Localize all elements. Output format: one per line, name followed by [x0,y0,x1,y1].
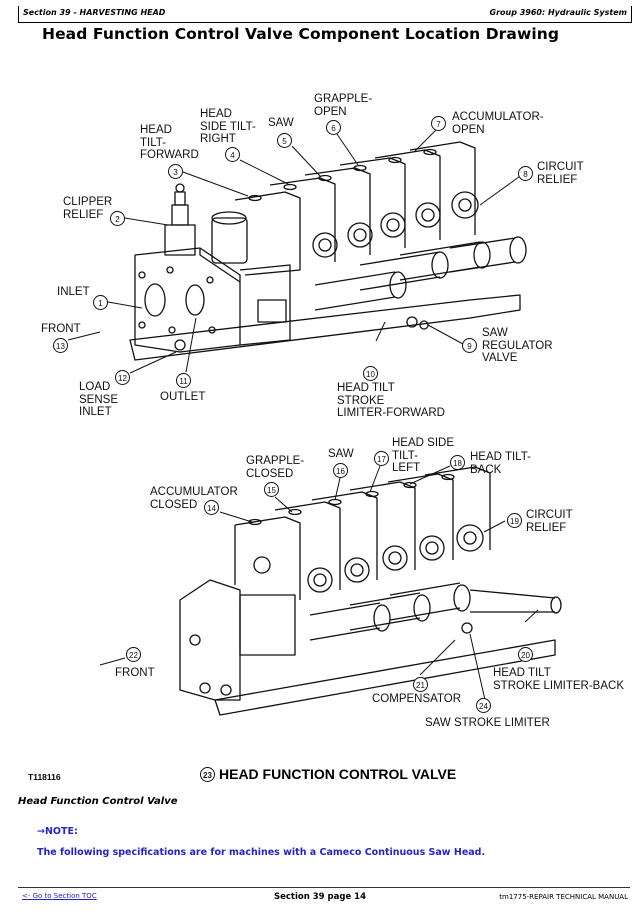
callout-12: 12 [115,370,130,385]
label-head-side-tilt-left: HEAD SIDE TILT- LEFT [392,437,454,474]
label-accumulator-open: ACCUMULATOR- OPEN [452,111,544,136]
label-saw-bottom: SAW [328,448,354,460]
callout-8: 8 [518,166,533,181]
callout-15: 15 [264,482,279,497]
callout-6: 6 [326,120,341,135]
label-grapple-open: GRAPPLE- OPEN [314,93,373,118]
figure-caption-text: HEAD FUNCTION CONTROL VALVE [219,766,457,782]
callout-16: 16 [333,463,348,478]
label-head-tilt-stroke-limiter-back: HEAD TILT STROKE LIMITER-BACK [493,667,624,692]
section-label: Section 39 - HARVESTING HEAD [23,8,166,17]
callout-17: 17 [374,451,389,466]
page-number: Section 39 page 14 [274,892,366,902]
page-header: Section 39 - HARVESTING HEAD Group 3960:… [18,6,632,23]
label-saw-regulator-valve: SAW REGULATOR VALVE [482,327,553,364]
label-saw-stroke-limiter: SAW STROKE LIMITER [425,717,550,729]
label-circuit-relief-top: CIRCUIT RELIEF [537,161,584,186]
label-load-sense-inlet: LOAD SENSE INLET [79,381,118,418]
callout-4: 4 [225,147,240,162]
label-head-tilt-forward: HEAD TILT- FORWARD [140,124,199,161]
bottom-leader-lines [99,465,539,701]
callout-24: 24 [476,698,491,713]
callout-3: 3 [168,164,183,179]
go-to-section-toc-link[interactable]: <- Go to Section TOC [22,892,97,900]
label-front-bottom: FRONT [115,667,155,679]
callout-23: 23 [200,766,215,782]
label-compensator: COMPENSATOR [372,693,462,705]
callout-20: 20 [518,647,533,662]
callout-14: 14 [204,500,219,515]
callout-2: 2 [110,211,125,226]
label-head-tilt-stroke-limiter-forward: HEAD TILT STROKE LIMITER-FORWARD [337,382,445,419]
subheading: Head Function Control Valve [18,796,178,807]
label-grapple-closed: GRAPPLE- CLOSED [246,455,305,480]
label-circuit-relief-bottom: CIRCUIT RELIEF [526,509,573,534]
callout-22: 22 [126,647,141,662]
label-clipper-relief: CLIPPER RELIEF [63,196,113,221]
note-label: →NOTE: [37,826,78,837]
callout-21: 21 [413,677,428,692]
footer-divider [18,887,630,888]
callout-5: 5 [277,133,292,148]
label-inlet: INLET [57,286,90,298]
group-label: Group 3960: Hydraulic System [489,8,627,17]
callout-7: 7 [431,116,446,131]
note-text: The following specifications are for mac… [37,847,486,858]
label-head-tilt-back: HEAD TILT- BACK [470,451,531,476]
label-saw-top: SAW [268,117,294,129]
bottom-valve-drawing [179,466,562,716]
callout-13: 13 [53,338,68,353]
figure-id: T118116 [28,772,61,782]
label-head-side-tilt-right: HEAD SIDE TILT- RIGHT [200,108,256,145]
top-valve-drawing [129,141,527,361]
callout-10: 10 [363,366,378,381]
label-accumulator-closed: ACCUMULATOR CLOSED [150,486,238,511]
top-leader-lines [67,127,524,374]
manual-name: tm1775-REPAIR TECHNICAL MANUAL [499,893,628,901]
label-front-top: FRONT [41,323,81,335]
callout-19: 19 [507,513,522,528]
callout-1: 1 [93,295,108,310]
callout-18: 18 [450,455,465,470]
callout-9: 9 [462,338,477,353]
label-outlet: OUTLET [160,391,206,403]
callout-11: 11 [176,373,191,388]
page-title: Head Function Control Valve Component Lo… [42,25,560,43]
